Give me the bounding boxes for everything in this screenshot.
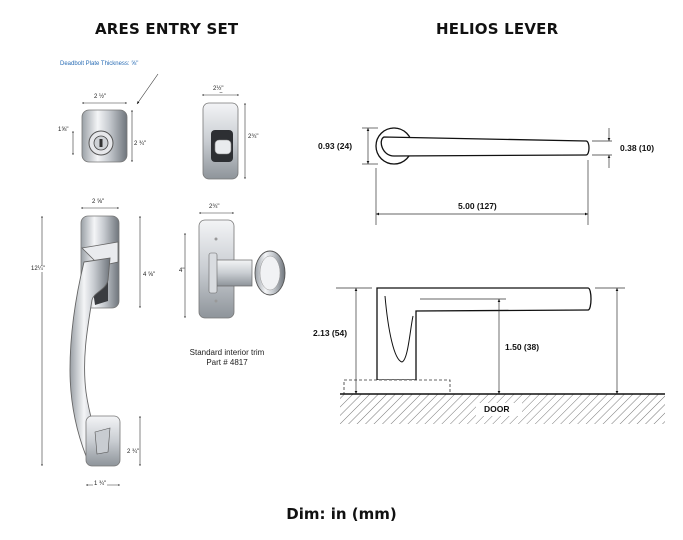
handle-bottom-label: 2 ¾"	[127, 449, 140, 455]
deadbolt-front	[81, 109, 128, 163]
deadbolt-cyl-label: 1⅝"	[58, 127, 69, 133]
handle-mid-label: 4 ⅝"	[143, 272, 156, 278]
helios-lever-top	[375, 127, 590, 165]
lever-thickness-label: 0.38 (10)	[620, 143, 655, 153]
back-width-label: 2½"	[212, 86, 225, 92]
rose-height-label: 0.93 (24)	[318, 141, 353, 151]
handle-base-width-label: 1 ¾"	[93, 481, 108, 487]
handle-top-width-label: 2 ⅝"	[91, 199, 106, 205]
ares-entry-set-title: ARES ENTRY SET	[95, 20, 239, 38]
knob-plate-width-label: 2¾"	[208, 204, 221, 210]
units-footer: Dim: in (mm)	[286, 505, 397, 523]
helios-lever-side	[376, 287, 592, 381]
handle-total-label: 12¼"	[31, 266, 45, 272]
caption-line-2: Part # 4817	[206, 358, 248, 367]
deadbolt-back	[202, 89, 239, 180]
knob-height-label: 4"	[179, 268, 185, 274]
caption-line-1: Standard interior trim	[189, 348, 265, 357]
rose-outline	[343, 379, 451, 395]
interior-trim-caption: Standard interior trim Part # 4817	[172, 348, 282, 368]
interior-knob-trim	[198, 219, 286, 319]
deadbolt-width-label: 2 ½"	[93, 94, 108, 100]
lever-height-label: 1.50 (38)	[505, 342, 540, 352]
door-surface	[340, 393, 665, 424]
deadbolt-thickness-note: Deadbolt Plate Thickness: ⅝"	[60, 61, 139, 67]
handleset	[69, 215, 121, 467]
lever-length-label: 5.00 (127)	[458, 201, 497, 211]
helios-lever-title: HELIOS LEVER	[436, 20, 559, 38]
deadbolt-height-label: 2 ¾"	[134, 141, 147, 147]
back-height-label: 2¾"	[248, 134, 259, 140]
total-height-label: 2.13 (54)	[313, 328, 348, 338]
door-label: DOOR	[484, 404, 510, 414]
